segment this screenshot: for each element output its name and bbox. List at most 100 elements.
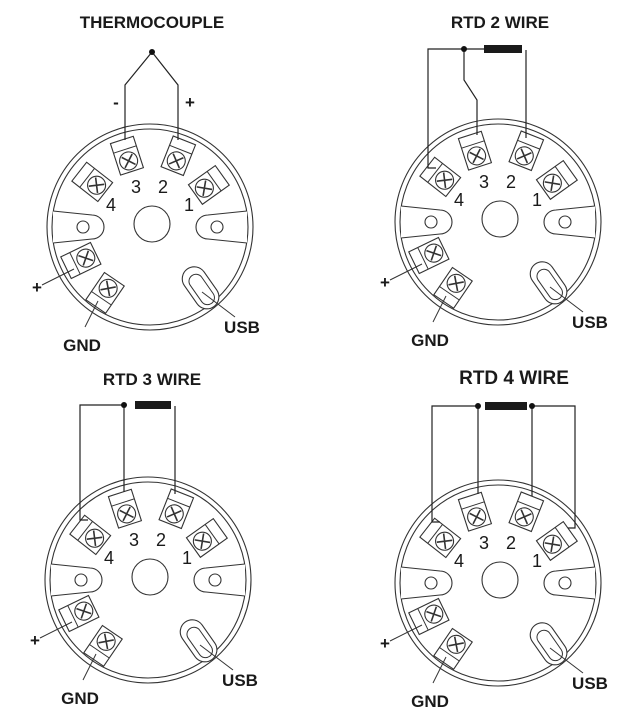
terminal-3 xyxy=(457,130,493,171)
negative-wire xyxy=(124,51,153,140)
mounting-hole xyxy=(558,215,572,229)
terminal-1 xyxy=(185,517,229,559)
screw-icon xyxy=(446,634,466,654)
title-rtd-3-wire: RTD 3 WIRE xyxy=(103,370,201,389)
wire-terminal-4 xyxy=(427,48,492,169)
thermocouple-wiring: - + xyxy=(113,49,195,140)
terminal-number-4: 4 xyxy=(104,548,114,568)
usb-label: USB xyxy=(224,318,260,337)
terminal-number-1: 1 xyxy=(532,551,542,571)
screw-icon xyxy=(514,146,534,166)
screw-icon xyxy=(96,631,116,651)
center-hole xyxy=(481,200,519,238)
resistor-icon xyxy=(135,401,171,409)
wire-terminal-3 xyxy=(463,49,478,135)
plus-label: + xyxy=(185,93,195,112)
wire-terminal-4 xyxy=(79,404,124,521)
screw-icon xyxy=(194,178,214,198)
screw-icon xyxy=(117,504,137,524)
terminal-gnd xyxy=(433,266,474,310)
terminal-plus xyxy=(408,236,450,275)
terminal-number-2: 2 xyxy=(158,177,168,197)
rtd-2-wire-wiring xyxy=(427,45,527,169)
junction-dot xyxy=(121,402,127,408)
terminal-number-1: 1 xyxy=(184,195,194,215)
terminal-number-3: 3 xyxy=(479,172,489,192)
screw-icon xyxy=(542,534,562,554)
wire-terminal-4-3 xyxy=(431,405,479,523)
title-rtd-4-wire: RTD 4 WIRE xyxy=(459,368,569,389)
screw-icon xyxy=(98,278,118,298)
screw-icon xyxy=(514,507,534,527)
terminal-number-4: 4 xyxy=(106,195,116,215)
center-hole xyxy=(131,558,169,596)
plus-supply-label: + xyxy=(380,634,390,653)
terminal-3 xyxy=(107,488,143,529)
plus-supply-label: + xyxy=(380,273,390,292)
usb-label: USB xyxy=(572,674,608,693)
rtd-4-wire-wiring xyxy=(431,402,576,529)
positive-wire xyxy=(151,51,179,140)
screw-icon xyxy=(435,531,455,551)
mounting-hole xyxy=(424,576,438,590)
terminal-number-2: 2 xyxy=(506,533,516,553)
resistor-icon xyxy=(485,402,527,410)
terminal-4 xyxy=(419,517,462,559)
usb-label: USB xyxy=(572,313,608,332)
screw-icon xyxy=(424,604,444,624)
terminal-4 xyxy=(419,156,462,198)
terminal-number-3: 3 xyxy=(479,533,489,553)
screw-icon xyxy=(542,173,562,193)
center-hole xyxy=(133,205,171,243)
plus-leader xyxy=(389,624,423,642)
title-thermocouple: THERMOCOUPLE xyxy=(80,13,225,32)
plus-leader xyxy=(41,268,75,286)
mounting-hole xyxy=(208,573,222,587)
mounting-hole xyxy=(210,220,224,234)
screw-icon xyxy=(467,507,487,527)
junction-dot xyxy=(529,403,535,409)
terminal-2 xyxy=(508,130,545,172)
usb-leader xyxy=(201,291,236,318)
junction-dot xyxy=(475,403,481,409)
gnd-leader xyxy=(432,656,447,684)
screw-icon xyxy=(435,170,455,190)
terminal-number-1: 1 xyxy=(182,548,192,568)
terminal-number-4: 4 xyxy=(454,551,464,571)
terminal-4 xyxy=(69,514,112,556)
terminal-3 xyxy=(109,135,145,176)
usb-label: USB xyxy=(222,671,258,690)
screw-icon xyxy=(76,248,96,268)
screw-icon xyxy=(164,504,184,524)
screw-icon xyxy=(446,273,466,293)
terminal-number-1: 1 xyxy=(532,190,542,210)
usb-leader xyxy=(199,644,234,671)
terminal-4 xyxy=(71,161,114,203)
resistor-icon xyxy=(484,45,522,53)
gnd-leader xyxy=(82,653,97,681)
screw-icon xyxy=(74,601,94,621)
center-hole xyxy=(481,561,519,599)
junction-dot xyxy=(149,49,155,55)
mounting-hole xyxy=(74,573,88,587)
minus-label: - xyxy=(113,93,119,112)
gnd-leader xyxy=(84,300,99,328)
terminal-number-4: 4 xyxy=(454,190,464,210)
rtd-3-wire-wiring xyxy=(79,401,176,521)
screw-icon xyxy=(467,146,487,166)
gnd-label: GND xyxy=(411,692,449,711)
gnd-leader xyxy=(432,295,447,323)
screw-icon xyxy=(87,175,107,195)
terminal-gnd xyxy=(433,627,474,671)
usb-leader xyxy=(549,286,584,313)
screw-icon xyxy=(85,528,105,548)
mounting-hole xyxy=(558,576,572,590)
gnd-label: GND xyxy=(63,336,101,355)
screw-icon xyxy=(424,243,444,263)
terminal-gnd xyxy=(83,624,124,668)
